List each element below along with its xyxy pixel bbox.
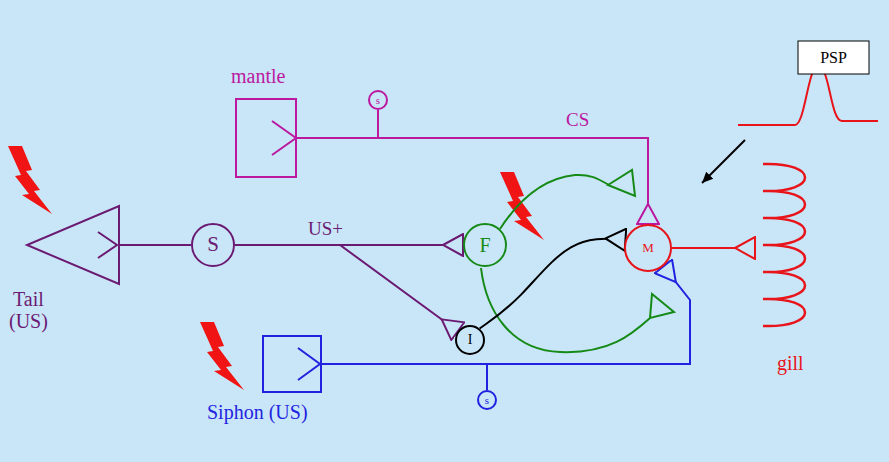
node-label: gill bbox=[777, 352, 804, 374]
node-label: M bbox=[642, 241, 654, 255]
node-label: F bbox=[479, 234, 490, 256]
stimulus-bolt bbox=[8, 146, 52, 214]
gill-organ: gill bbox=[755, 160, 825, 330]
sensory-box: Siphon (US) bbox=[262, 335, 322, 393]
neuron-circle: I bbox=[455, 325, 485, 355]
axon-connector bbox=[672, 247, 755, 249]
receptor-chevron bbox=[298, 348, 320, 380]
node-label: Tail (US) bbox=[9, 288, 48, 332]
axon-connector bbox=[235, 245, 458, 331]
axon-connector bbox=[235, 244, 463, 246]
gill-organ-outline bbox=[755, 160, 825, 330]
pathway-label: US+ bbox=[308, 219, 343, 240]
tail-triangle-outline bbox=[25, 205, 120, 285]
receptor-chevron bbox=[272, 121, 296, 155]
soma-stalk bbox=[377, 110, 379, 138]
node-label: I bbox=[468, 332, 473, 347]
psp-trace bbox=[738, 66, 878, 125]
soma-circle: s bbox=[368, 90, 388, 110]
node-label: mantle bbox=[231, 65, 285, 87]
pathway-label: CS bbox=[566, 110, 589, 131]
psp-box: PSP bbox=[797, 40, 870, 75]
motor-neuron-circle: M bbox=[624, 224, 672, 272]
facilitator-terminal bbox=[650, 294, 674, 318]
sensory-box: mantle bbox=[235, 98, 297, 178]
node-label: s bbox=[485, 394, 489, 406]
pointer-arrow bbox=[702, 140, 745, 183]
sensory-box-outline bbox=[262, 335, 322, 393]
node-label: Siphon (US) bbox=[207, 401, 308, 423]
sensory-box-outline bbox=[235, 98, 297, 178]
soma-stalk bbox=[486, 364, 488, 390]
axon-connector bbox=[120, 244, 191, 246]
node-label: s bbox=[376, 94, 380, 106]
axon-connector bbox=[297, 138, 648, 224]
receptor-chevron bbox=[98, 232, 117, 258]
node-label: S bbox=[207, 233, 219, 256]
axon-connector bbox=[322, 266, 690, 364]
stimulus-bolt bbox=[500, 172, 544, 240]
tail-triangle: Tail (US) bbox=[25, 205, 120, 285]
node-label: PSP bbox=[820, 49, 847, 67]
neuron-circle: F bbox=[463, 223, 507, 267]
facilitator-terminal bbox=[608, 170, 635, 196]
soma-circle: s bbox=[477, 390, 497, 410]
facilitator-axon bbox=[500, 175, 609, 229]
facilitator-axon bbox=[481, 268, 650, 352]
stimulus-bolt bbox=[200, 322, 244, 390]
neuron-circle: S bbox=[191, 223, 235, 267]
